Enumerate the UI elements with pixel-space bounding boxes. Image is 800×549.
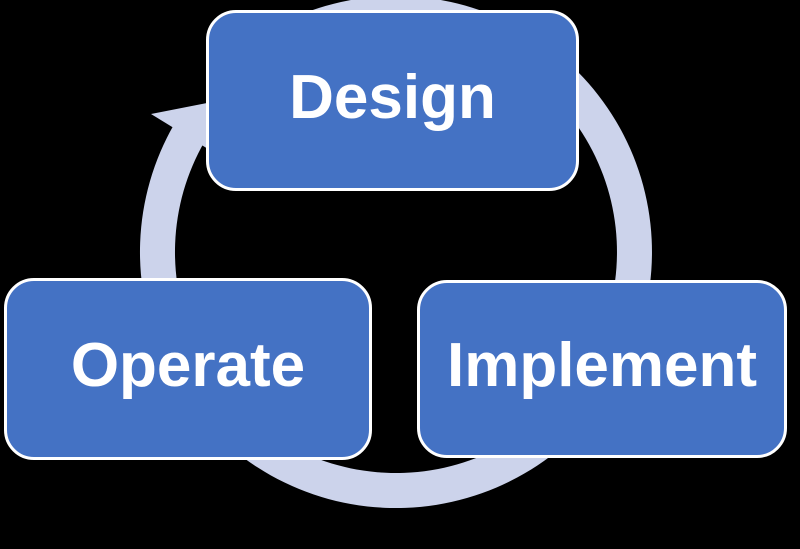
node-label-operate: Operate (70, 331, 306, 400)
cycle-arrowhead (151, 103, 213, 152)
node-implement: Implement (417, 280, 787, 458)
node-label-implement: Implement (446, 331, 758, 400)
node-label-design: Design (289, 62, 496, 132)
node-operate: Operate (4, 278, 372, 460)
node-design: Design (206, 10, 579, 191)
